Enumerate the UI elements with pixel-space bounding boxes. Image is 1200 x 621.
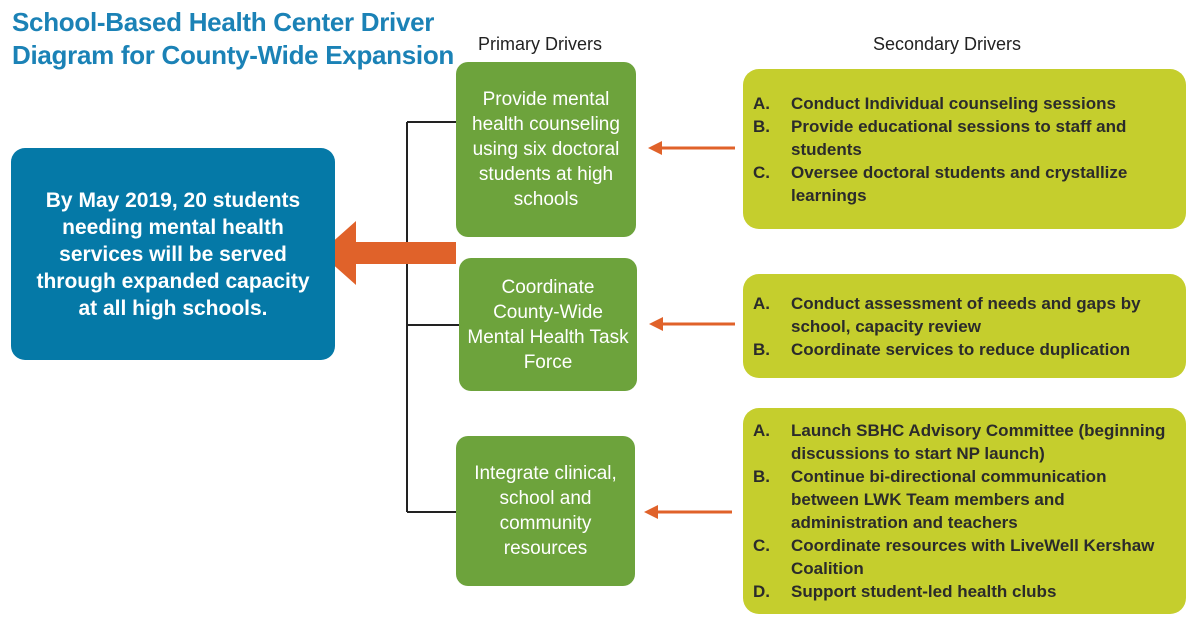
item-text: Coordinate resources with LiveWell Kersh… <box>791 536 1155 578</box>
secondary-drivers-1: A. Conduct Individual counseling session… <box>743 69 1186 229</box>
item-text: Conduct Individual counseling sessions <box>791 93 1116 113</box>
item-text: Support student-led health clubs <box>791 582 1057 601</box>
secondary-drivers-header: Secondary Drivers <box>873 34 1022 54</box>
item-letter: B. <box>753 339 770 359</box>
secondary-drivers-3: A. Launch SBHC Advisory Committee (beginn… <box>743 408 1186 614</box>
item-letter: A. <box>753 421 770 440</box>
goal-text: By May 2019, 20 students needing mental … <box>36 188 310 320</box>
arrow-secondary-1-head <box>648 141 662 155</box>
item-text: Continue bi-directional communication be… <box>791 467 1107 532</box>
primary-driver-2: Coordinate County-Wide Mental Health Tas… <box>459 258 637 391</box>
primary-driver-2-text: Coordinate County-Wide Mental Health Tas… <box>467 276 629 373</box>
secondary-item: B. Continue bi-directional communication … <box>753 465 1172 534</box>
item-text: Coordinate services to reduce duplicatio… <box>791 339 1131 359</box>
primary-driver-3: Integrate clinical, school and community… <box>456 436 635 586</box>
item-letter: C. <box>753 162 770 182</box>
secondary-item: A. Conduct assessment of needs and gaps b… <box>753 292 1172 338</box>
item-letter: B. <box>753 116 770 136</box>
item-letter: A. <box>753 93 770 113</box>
arrow-secondary-2-head <box>649 317 663 331</box>
big-arrow-to-goal <box>320 221 456 285</box>
item-text: Oversee doctoral students and crystalliz… <box>791 162 1128 205</box>
diagram-title: School-Based Health Center Driver Diagra… <box>12 7 455 70</box>
secondary-item: A. Launch SBHC Advisory Committee (beginn… <box>753 419 1172 465</box>
primary-driver-1: Provide mental health counseling using s… <box>456 62 636 237</box>
item-text: Provide educational sessions to staff an… <box>791 116 1127 159</box>
secondary-item: C. Oversee doctoral students and crystall… <box>753 161 1172 207</box>
primary-drivers-header: Primary Drivers <box>478 34 602 54</box>
secondary-item: D. Support student-led health clubs <box>753 580 1172 603</box>
primary-driver-3-text: Integrate clinical, school and community… <box>474 463 617 559</box>
item-letter: C. <box>753 536 770 555</box>
item-letter: B. <box>753 467 770 486</box>
item-letter: A. <box>753 293 770 313</box>
secondary-item: C. Coordinate resources with LiveWell Ker… <box>753 534 1172 580</box>
secondary-item: B. Coordinate services to reduce duplicat… <box>753 338 1172 361</box>
item-text: Launch SBHC Advisory Committee (beginnin… <box>791 421 1166 463</box>
secondary-item: B. Provide educational sessions to staff… <box>753 115 1172 161</box>
item-letter: D. <box>753 582 770 601</box>
secondary-drivers-2: A. Conduct assessment of needs and gaps b… <box>743 274 1186 378</box>
arrow-secondary-3-head <box>644 505 658 519</box>
primary-driver-1-text: Provide mental health counseling using s… <box>472 89 620 210</box>
goal-box: By May 2019, 20 students needing mental … <box>11 148 335 360</box>
secondary-item: A. Conduct Individual counseling session… <box>753 92 1172 115</box>
item-text: Conduct assessment of needs and gaps by … <box>791 293 1141 336</box>
